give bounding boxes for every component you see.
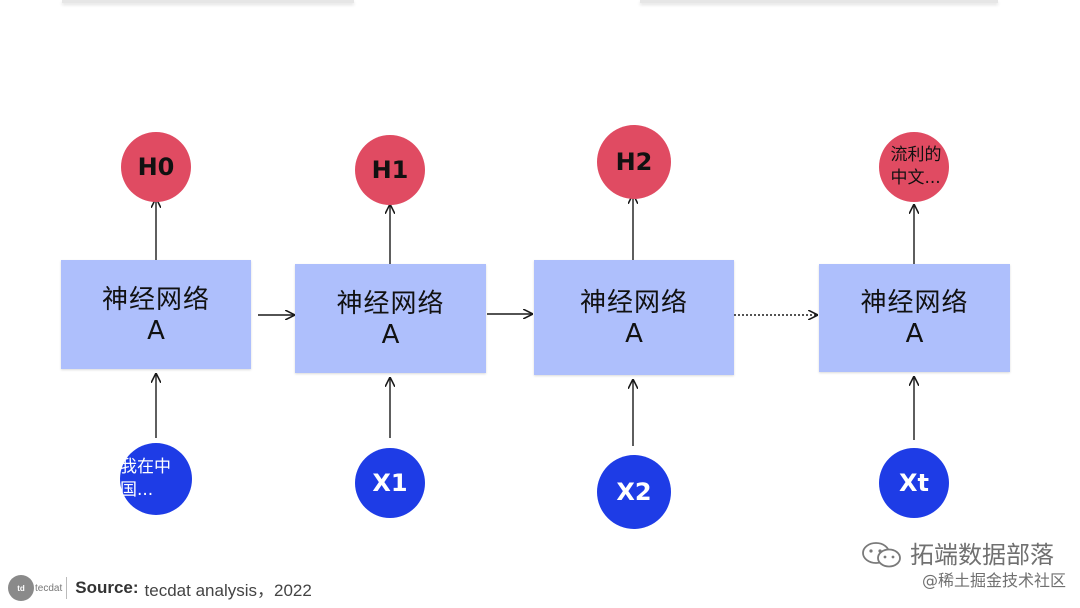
- rnn-cell-title: 神经网络: [860, 288, 969, 318]
- output-label: 流利的 中文...: [890, 145, 942, 188]
- input-node-xt: Xt: [879, 448, 949, 518]
- input-node-x0: 我在中 国...: [120, 443, 192, 515]
- rnn-cell-0: 神经网络 A: [61, 260, 251, 369]
- watermark-subtitle: @稀土掘金技术社区: [921, 571, 1066, 590]
- output-label: H1: [371, 156, 409, 184]
- tecdat-logo-icon: td: [8, 575, 34, 601]
- wechat-icon: [862, 542, 901, 568]
- rnn-cell-2: 神经网络 A: [534, 260, 734, 375]
- source-text: tecdat analysis，2022: [144, 580, 312, 600]
- rnn-cell-title: 神经网络: [336, 288, 445, 319]
- output-node-ht: 流利的 中文...: [879, 132, 949, 202]
- output-label: H0: [137, 153, 175, 181]
- watermark-title: 拓端数据部落: [909, 541, 1054, 569]
- rnn-cell-3: 神经网络 A: [819, 264, 1010, 372]
- rnn-cell-subtitle: A: [905, 319, 924, 349]
- source-footer: td tecdat Source: tecdat analysis，2022: [8, 574, 312, 602]
- output-label: H2: [615, 148, 653, 176]
- rnn-cell-1: 神经网络 A: [295, 264, 486, 373]
- output-node-h1: H1: [355, 135, 425, 205]
- top-edge-shadow-left: [62, 0, 354, 3]
- rnn-cell-subtitle: A: [381, 319, 400, 350]
- input-label: X1: [372, 469, 408, 497]
- source-label: Source:: [75, 578, 139, 597]
- input-label: Xt: [899, 469, 929, 497]
- output-node-h2: H2: [597, 125, 671, 199]
- rnn-cell-title: 神经网络: [579, 287, 688, 318]
- output-node-h0: H0: [121, 132, 191, 202]
- input-label: X2: [616, 478, 652, 506]
- rnn-cell-subtitle: A: [625, 318, 643, 349]
- input-label: 我在中 国...: [120, 457, 171, 500]
- watermark: 拓端数据部落 @稀土掘金技术社区: [860, 540, 1066, 592]
- input-node-x2: X2: [597, 455, 671, 529]
- logo-text: tecdat: [35, 582, 63, 594]
- divider: [66, 577, 68, 599]
- rnn-cell-subtitle: A: [147, 315, 165, 346]
- input-node-x1: X1: [355, 448, 425, 518]
- rnn-cell-title: 神经网络: [101, 284, 210, 315]
- top-edge-shadow-right: [640, 0, 998, 3]
